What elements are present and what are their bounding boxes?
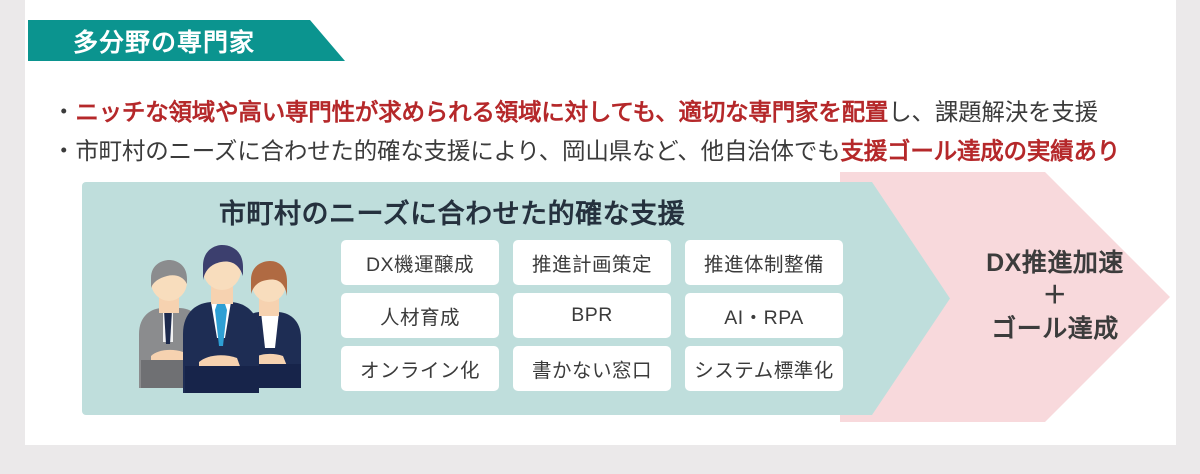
bullet-1-normal-text: し、課題解決を支援 [888, 99, 1098, 125]
bullet-line-2: ・市町村のニーズに合わせた的確な支援により、岡山県など、他自治体でも支援ゴール達… [52, 132, 1172, 171]
bullet-2-emphasis-text: 支援ゴール達成の実績あり [840, 138, 1121, 164]
bullet-marker-2: ・ [52, 138, 76, 164]
chip-online-ka[interactable]: オンライン化 [341, 346, 499, 391]
outcome-plus-sign: ＋ [1042, 282, 1068, 309]
panel-title: 市町村のニーズに合わせた的確な支援 [219, 199, 686, 229]
bullet-marker-1: ・ [52, 99, 76, 125]
bullet-list: ・ニッチな領域や高い専門性が求められる領域に対しても、適切な専門家を配置し、課題… [52, 93, 1172, 171]
outcome-text: DX推進加速 ＋ ゴール達成 [955, 245, 1155, 347]
chip-bpr[interactable]: BPR [513, 293, 671, 338]
person-center [183, 245, 259, 393]
three-business-people-illustration [117, 238, 317, 415]
bullet-2-normal-text: 市町村のニーズに合わせた的確な支援により、岡山県など、他自治体でも [75, 138, 841, 164]
bullet-1-emphasis-text: ニッチな領域や高い専門性が求められる領域に対しても、適切な専門家を配置 [75, 99, 889, 125]
banner-title: 多分野の専門家 [73, 28, 256, 57]
slide-card: 多分野の専門家 ・ニッチな領域や高い専門性が求められる領域に対しても、適切な専門… [25, 0, 1176, 445]
chip-dx-kiun-josei[interactable]: DX機運醸成 [341, 240, 499, 285]
chip-jinzai-ikusei[interactable]: 人材育成 [341, 293, 499, 338]
bullet-line-1: ・ニッチな領域や高い専門性が求められる領域に対しても、適切な専門家を配置し、課題… [52, 93, 1172, 132]
outcome-line-2: ゴール達成 [991, 315, 1119, 343]
section-banner: 多分野の専門家 [28, 20, 345, 61]
chip-ai-rpa[interactable]: AI・RPA [685, 293, 843, 338]
capability-chip-grid: DX機運醸成 推進計画策定 推進体制整備 人材育成 BPR AI・RPA オンラ… [341, 240, 843, 391]
chip-suishin-keikaku-sakutei[interactable]: 推進計画策定 [513, 240, 671, 285]
chip-kakanai-madoguchi[interactable]: 書かない窓口 [513, 346, 671, 391]
outcome-line-1: DX推進加速 [986, 249, 1124, 277]
chip-system-hyojunka[interactable]: システム標準化 [685, 346, 843, 391]
chip-suishin-taisei-seibi[interactable]: 推進体制整備 [685, 240, 843, 285]
